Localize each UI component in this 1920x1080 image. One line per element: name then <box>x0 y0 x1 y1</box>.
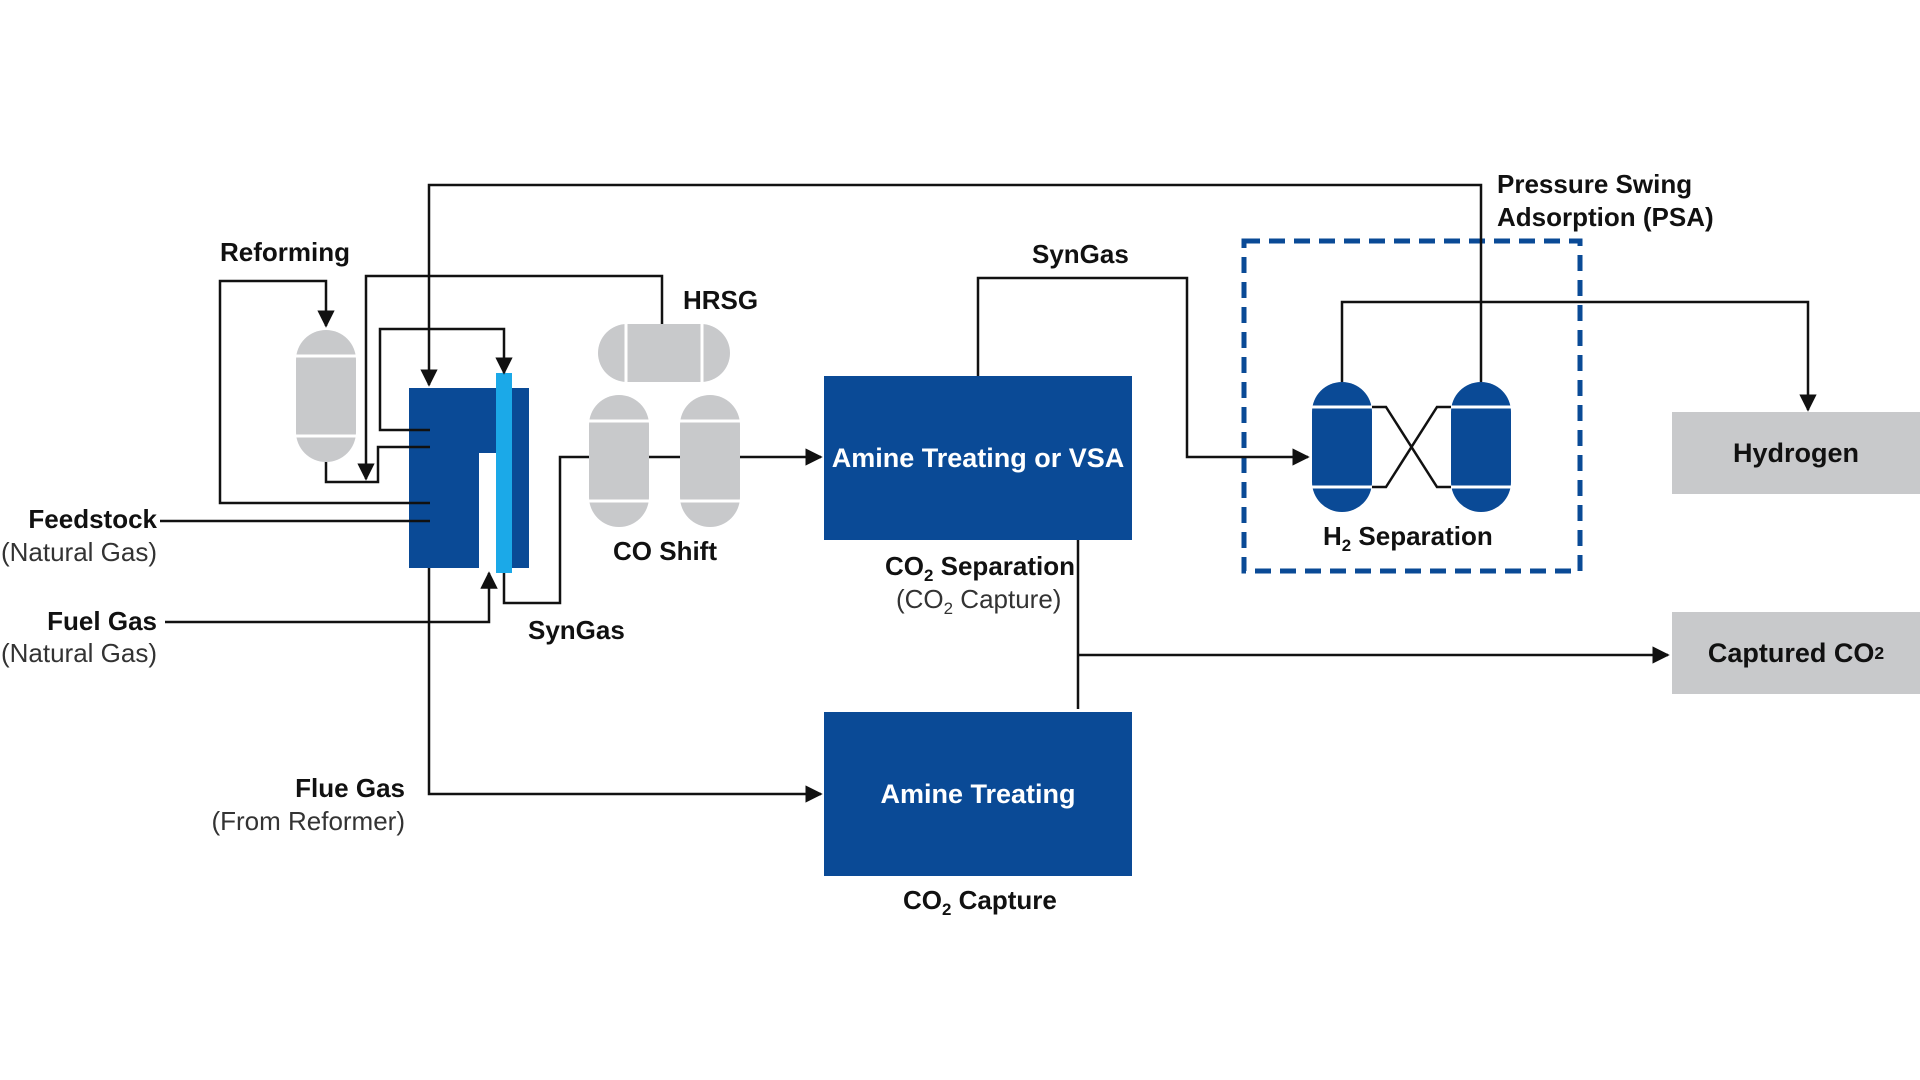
tube-feed-line <box>378 327 513 432</box>
flue-gas-line <box>427 568 823 803</box>
amine-treating-box <box>824 712 1132 876</box>
amine-treating-label: Amine Treating <box>880 778 1076 809</box>
hydrogen-line <box>1340 300 1817 412</box>
syngas-left-label: SynGas <box>528 615 625 645</box>
captured-co2-box <box>1672 612 1920 694</box>
flue-gas-sub-label: (From Reformer) <box>211 806 405 836</box>
psa-vessel-1 <box>1312 382 1372 512</box>
fuel-gas-line <box>165 571 498 624</box>
amine-vsa-box <box>824 376 1132 540</box>
feedstock-sub-label: (Natural Gas) <box>0 537 157 567</box>
fuel-gas-label: Fuel Gas <box>47 606 157 636</box>
syngas-to-psa-line <box>976 276 1310 466</box>
co2-separation-sub-label: (CO2 Capture) <box>896 584 1062 618</box>
prereformer-outlet-line <box>324 445 430 484</box>
fuel-gas-sub-label: (Natural Gas) <box>0 638 157 668</box>
hydrogen-label: Hydrogen <box>1732 437 1859 468</box>
psa-boundary <box>1241 238 1583 574</box>
co-shift-label: CO Shift <box>613 536 717 566</box>
co-shift-vessel-2 <box>680 395 740 527</box>
co2-capture-label: CO2 Capture <box>903 885 1057 919</box>
hrsg-return-line <box>357 274 664 481</box>
h2-separation-label: H2 Separation <box>1323 521 1493 555</box>
reforming-vessel <box>296 330 356 462</box>
psa-tail-gas-line <box>420 183 1483 387</box>
reformer-tube <box>496 373 512 573</box>
flue-gas-label: Flue Gas <box>295 773 405 803</box>
co2-separation-label: CO2 Separation <box>885 551 1075 585</box>
reforming-label: Reforming <box>220 237 350 267</box>
syngas-top-label: SynGas <box>1032 239 1129 269</box>
psa-vessel-2 <box>1451 382 1511 512</box>
hrsg-drum <box>598 324 730 382</box>
amine-vsa-label: Amine Treating or VSA <box>831 442 1125 473</box>
reforming-loop-line <box>218 279 430 505</box>
feedstock-label: Feedstock <box>28 504 157 534</box>
psa-label-line1: Pressure Swing <box>1497 169 1693 199</box>
hrsg-label: HRSG <box>683 285 759 315</box>
syngas-shift-line <box>502 455 589 605</box>
psa-label-line2: Adsorption (PSA) <box>1497 202 1714 232</box>
hydrogen-box <box>1672 412 1920 494</box>
psa-cross-line <box>1372 405 1451 489</box>
co-shift-vessel-1 <box>589 395 649 527</box>
